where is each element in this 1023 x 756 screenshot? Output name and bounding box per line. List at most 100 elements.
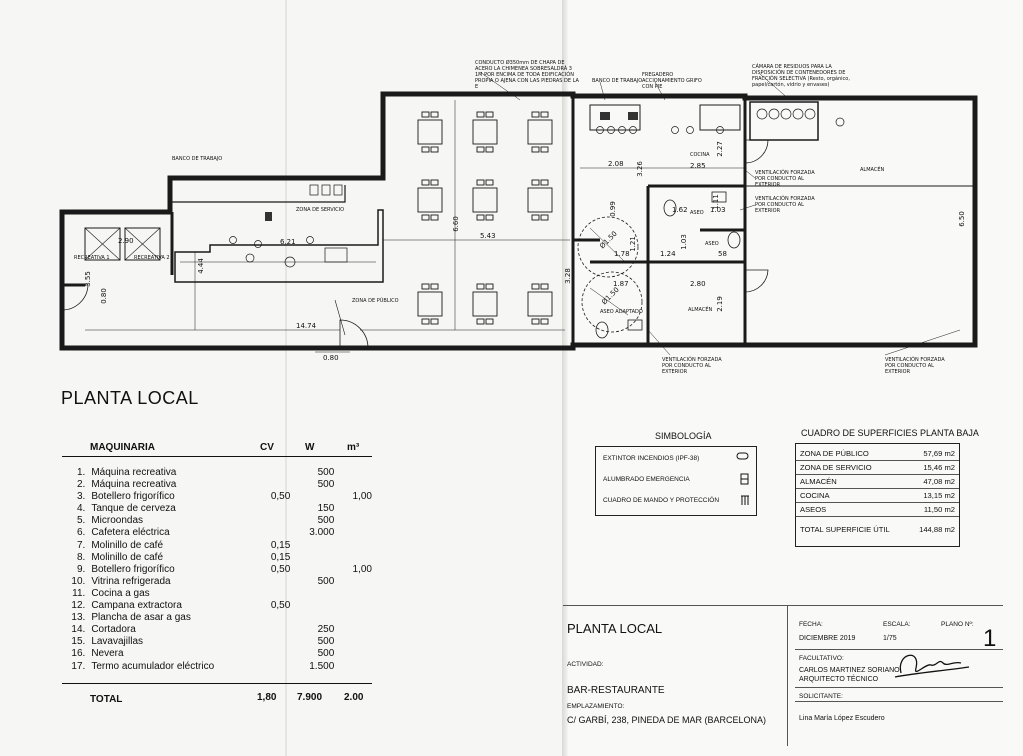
- row-name: Nevera: [91, 648, 124, 660]
- dim-label: 6.50: [957, 211, 966, 227]
- row-name: Termo acumulador eléctrico: [91, 660, 215, 672]
- row-number: 6.: [76, 527, 86, 539]
- note-ventilacion-4: VENTILACIÓN FORZADA POR CONDUCTO AL EXTE…: [885, 357, 945, 375]
- row-number: 15.: [71, 636, 86, 648]
- dim-label: 2.19: [715, 296, 724, 312]
- right-page: [562, 0, 1023, 756]
- table-row: 17. Termo acumulador eléctrico 1.500: [62, 661, 372, 673]
- page-fold: [562, 0, 568, 756]
- title-block: PLANTA LOCAL ACTIVIDAD: BAR-RESTAURANTE …: [563, 605, 1003, 746]
- floor-plan: [59, 71, 978, 356]
- tb-actividad-label: ACTIVIDAD:: [567, 661, 604, 668]
- label-zona-servicio: ZONA DE SERVICIO: [296, 207, 345, 213]
- camara-residuos: [749, 101, 819, 141]
- row-m3: [334, 515, 372, 527]
- tb-emplazamiento-value: C/ GARBÍ, 238, PINEDA DE MAR (BARCELONA): [567, 715, 767, 725]
- label-almacen: ALMACÉN: [860, 167, 885, 173]
- recreativa-machine-1: [84, 227, 121, 261]
- simbologia-label: CUADRO DE MANDO Y PROTECCIÓN: [603, 497, 720, 504]
- row-m3: [334, 503, 372, 515]
- row-name: Vitrina refrigerada: [91, 575, 171, 587]
- maquinaria-header: MAQUINARIA: [90, 442, 155, 453]
- row-name: Plancha de asar a gas: [91, 612, 191, 624]
- total-w: 7.900: [297, 691, 323, 703]
- row-w: [290, 564, 334, 576]
- row-number: 13.: [71, 612, 86, 624]
- row-cv: [257, 612, 291, 624]
- almacen-small-door: [744, 269, 769, 293]
- superficie-name: ZONA DE SERVICIO: [796, 460, 909, 475]
- row-number: 17.: [71, 660, 86, 672]
- row-cv: 0,50: [270, 600, 291, 612]
- dim-label: 2.90: [118, 237, 134, 245]
- label-aseo-1: ASEO: [690, 210, 704, 216]
- table-row: 11.Cocina a gas: [62, 588, 372, 600]
- row-name: Lavavajillas: [91, 636, 144, 648]
- dim-label: 4.44: [196, 258, 205, 274]
- tb-plan-label: PLANTA LOCAL: [567, 621, 663, 636]
- label-almacen-small: ALMACÉN: [688, 307, 713, 313]
- turning-circle-2: [581, 271, 643, 333]
- row-cv: 0,50: [270, 563, 291, 575]
- tb-actividad-value: BAR-RESTAURANTE: [567, 685, 665, 696]
- row-m3: [334, 612, 372, 624]
- label-zona-publico: ZONA DE PÚBLICO: [352, 298, 399, 304]
- tb-facultativo-role: ARQUITECTO TÉCNICO: [799, 676, 879, 683]
- row-number: 3.: [76, 491, 86, 503]
- total-cv: 1,80: [257, 691, 277, 703]
- dim-label: 1.21: [628, 236, 637, 252]
- tb-solicitante-label: SOLICITANTE:: [799, 693, 843, 700]
- row-w: 500: [317, 575, 335, 587]
- tb-fecha-label: FECHA:: [799, 621, 823, 628]
- row-cv: 0,15: [270, 539, 291, 551]
- row-m3: [334, 552, 372, 564]
- row-name: Cocina a gas: [91, 587, 150, 599]
- outer-wall: [59, 91, 978, 351]
- row-name: Botellero frigorífico: [91, 563, 175, 575]
- row-w: 150: [317, 503, 335, 515]
- dim-label: 14.74: [296, 322, 317, 330]
- label-aseo-2: ASEO: [705, 241, 719, 247]
- row-name: Máquina recreativa: [91, 479, 177, 491]
- row-cv: [257, 648, 291, 660]
- row-w: [290, 491, 334, 503]
- row-name: Molinillo de café: [91, 551, 164, 563]
- row-number: 2.: [76, 479, 86, 491]
- row-number: 9.: [76, 563, 86, 575]
- row-cv: [257, 467, 291, 479]
- row-cv: [257, 661, 291, 673]
- bar-counter: [174, 209, 384, 283]
- row-m3: [334, 467, 372, 479]
- signature: [894, 654, 970, 678]
- superficie-value: 47,08 m2: [908, 474, 959, 489]
- simbologia-label: ALUMBRADO EMERGENCIA: [603, 476, 690, 483]
- note-ventilacion-3: VENTILACIÓN FORZADA POR CONDUCTO AL EXTE…: [662, 357, 722, 375]
- sink-1: [711, 191, 727, 203]
- row-w: [290, 600, 334, 612]
- row-name: Campana extractora: [91, 600, 182, 612]
- row-cv: [257, 527, 291, 539]
- row-w: 1.500: [309, 660, 335, 672]
- dining-tables: [417, 111, 553, 325]
- row-name: Tanque de cerveza: [91, 503, 176, 515]
- row-cv: [257, 576, 291, 588]
- simbologia-label: EXTINTOR INCENDIOS (IPF-38): [603, 455, 700, 462]
- recreativa-machine-2: [124, 227, 161, 261]
- row-w: 3.000: [309, 527, 335, 539]
- tb-plano-value: 1: [983, 625, 997, 652]
- dim-label: 1.78: [614, 250, 630, 258]
- table-row: 13. Plancha de asar a gas: [62, 612, 372, 624]
- total-superficie-value: 144,88 m2: [919, 525, 955, 534]
- tb-plano-label: PLANO Nº:: [941, 621, 974, 628]
- row-cv: [257, 515, 291, 527]
- note-ventilacion-2: VENTILACIÓN FORZADA POR CONDUCTO AL EXTE…: [755, 170, 815, 188]
- cuadro-mando: [265, 212, 272, 221]
